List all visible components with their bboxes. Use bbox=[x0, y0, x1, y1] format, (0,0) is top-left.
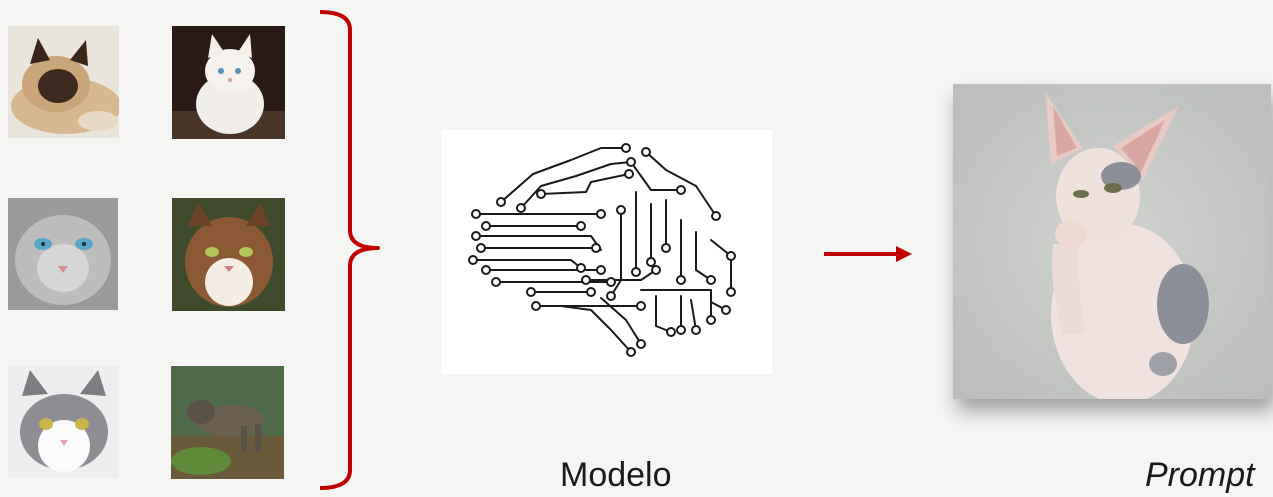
cat-image-4 bbox=[172, 198, 285, 311]
cat-image-6 bbox=[171, 366, 284, 479]
cat-image-3 bbox=[8, 198, 118, 310]
model-label: Modelo bbox=[560, 456, 672, 494]
right-brace bbox=[319, 10, 380, 490]
cat-image-5 bbox=[8, 366, 118, 478]
prompt-image bbox=[953, 84, 1271, 399]
prompt-label: Prompt bbox=[1145, 456, 1255, 494]
circuit-brain-icon bbox=[468, 143, 736, 357]
cat-image-1 bbox=[8, 26, 119, 138]
arrow-right-icon bbox=[824, 246, 912, 262]
model-box bbox=[441, 130, 772, 374]
cat-image-2 bbox=[172, 26, 285, 139]
